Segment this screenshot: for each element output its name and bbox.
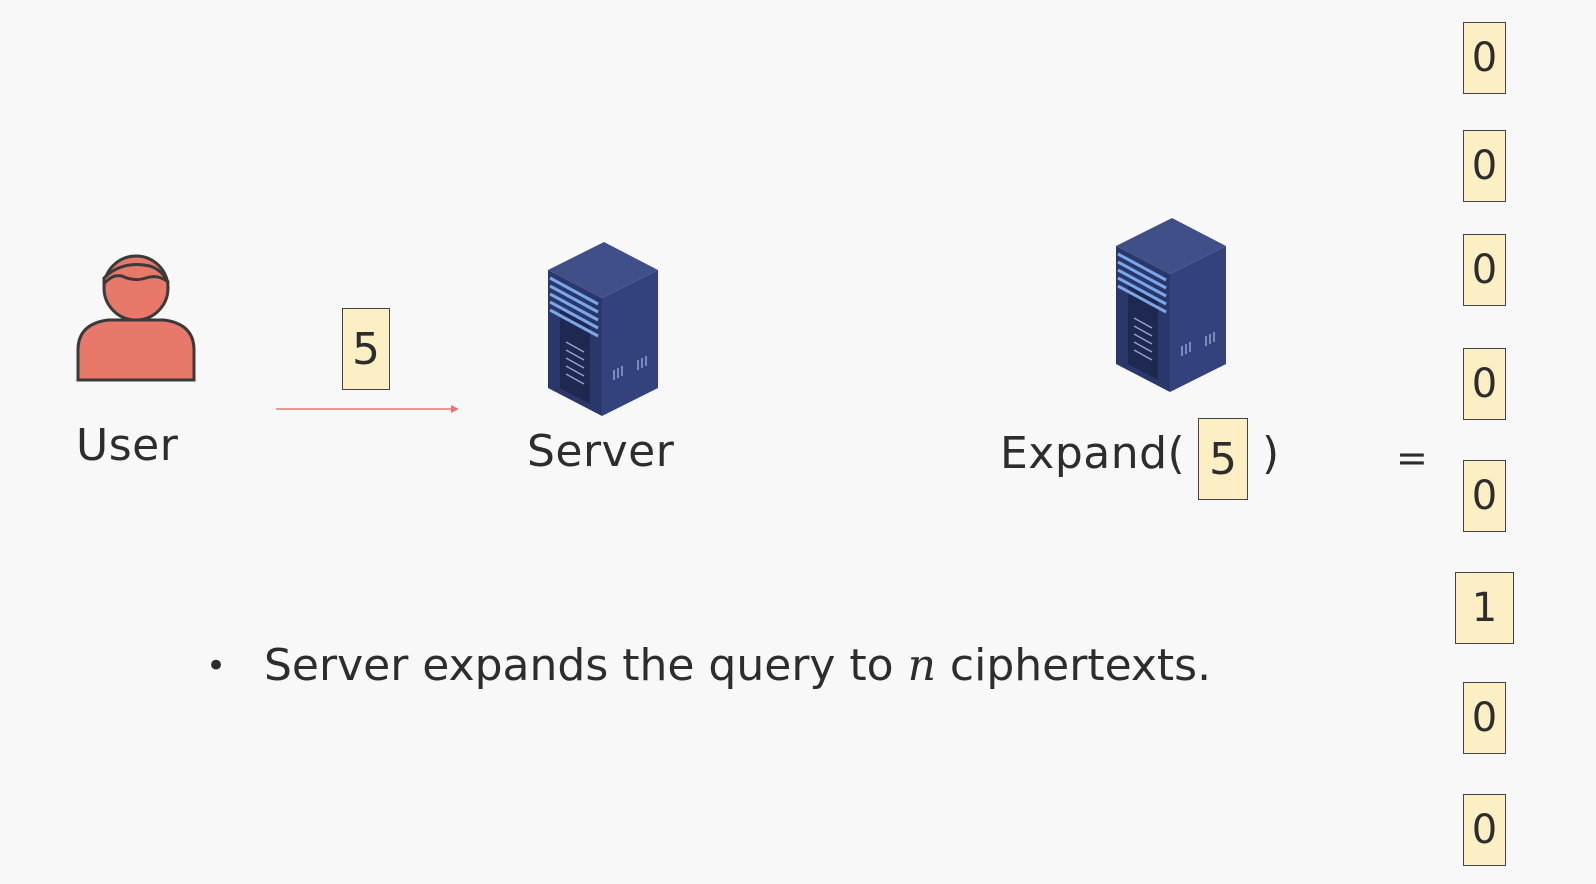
vector-cell-4: 0 xyxy=(1463,460,1506,532)
vector-cell-5: 1 xyxy=(1455,572,1514,644)
server-icon xyxy=(548,242,658,416)
expand-prefix: Expand( xyxy=(1000,428,1186,479)
bullet-variable: n xyxy=(907,640,936,691)
vector-cell-0: 0 xyxy=(1463,22,1506,94)
vector-cell-3: 0 xyxy=(1463,348,1506,420)
user-icon xyxy=(76,254,196,382)
vector-cell-6: 0 xyxy=(1463,682,1506,754)
user-label: User xyxy=(76,420,179,471)
server-label: Server xyxy=(527,426,675,477)
vector-cell-1: 0 xyxy=(1463,130,1506,202)
vector-cell-7: 0 xyxy=(1463,794,1506,866)
server-icon-expand xyxy=(1116,218,1226,392)
bullet-text-before: Server expands the query to xyxy=(264,640,908,691)
expand-suffix: ) xyxy=(1262,428,1280,479)
expand-arg-box: 5 xyxy=(1198,418,1248,500)
equals-sign: = xyxy=(1396,436,1429,480)
bullet-marker: • xyxy=(206,646,227,686)
query-box: 5 xyxy=(342,308,390,390)
bullet-text-after: ciphertexts. xyxy=(935,640,1212,691)
vector-cell-2: 0 xyxy=(1463,234,1506,306)
bullet-text: Server expands the query to n ciphertext… xyxy=(264,640,1211,691)
send-arrow xyxy=(276,405,459,413)
